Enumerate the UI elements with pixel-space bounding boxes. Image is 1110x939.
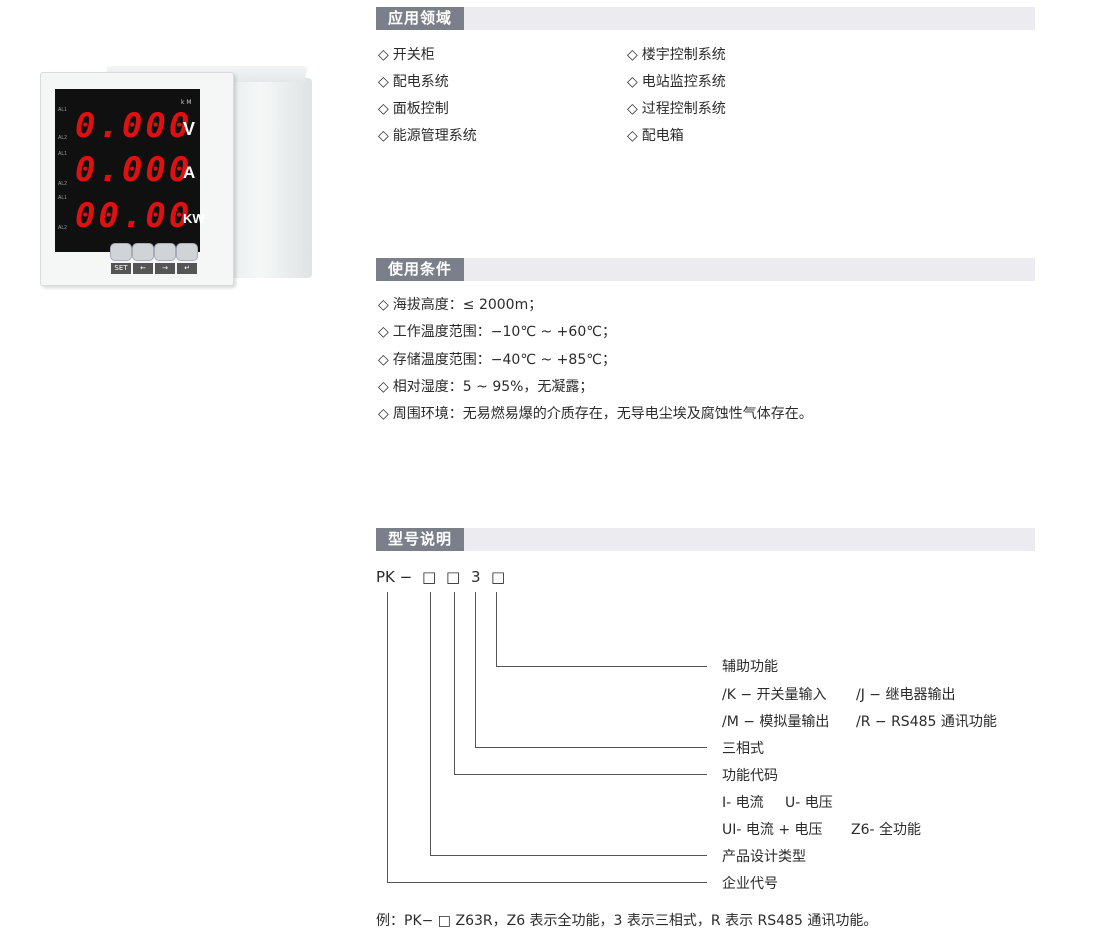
model-title: 型号说明: [376, 528, 465, 551]
al-label: AL1: [58, 151, 67, 157]
unit-kw: KW: [183, 211, 205, 226]
condition-item: ◇工作温度范围：−10℃ ~ +60℃；: [378, 324, 616, 340]
model-code-box: □: [422, 568, 437, 586]
condition-item: ◇相对湿度：5 ~ 95%，无凝露；: [378, 379, 594, 395]
device-front-panel: AL1 AL2 AL1 AL2 AL1 AL2 k M 0.000 V 0.00…: [40, 72, 234, 286]
conditions-title: 使用条件: [376, 258, 465, 281]
label-aux-m: /M − 模拟量输出: [722, 714, 830, 730]
application-item: ◇配电系统: [378, 74, 449, 90]
condition-item: ◇存储温度范围：−40℃ ~ +85℃；: [378, 352, 616, 368]
device-side: [226, 78, 312, 278]
al-label: AL2: [58, 181, 67, 187]
connector-line: [454, 592, 455, 774]
device-display: AL1 AL2 AL1 AL2 AL1 AL2 k M 0.000 V 0.00…: [55, 89, 205, 252]
left-key: ←: [132, 243, 154, 274]
label-aux-r: /R − RS485 通讯功能: [856, 714, 997, 730]
condition-item: ◇周围环境：无易燃易爆的介质存在，无导电尘埃及腐蚀性气体存在。: [378, 406, 813, 422]
label-func-u: U- 电压: [785, 795, 833, 811]
model-example: 例：PK− □ Z63R，Z6 表示全功能，3 表示三相式，R 表示 RS485…: [376, 913, 878, 929]
label-design-type: 产品设计类型: [722, 849, 806, 865]
model-code-box: □: [446, 568, 461, 586]
unit-v: V: [183, 119, 196, 139]
application-item: ◇配电箱: [627, 128, 684, 144]
model-code-box: □: [491, 568, 506, 586]
display-row-current: 0.000: [75, 150, 193, 190]
label-aux-function: 辅助功能: [722, 659, 778, 675]
connector-line: [454, 774, 707, 775]
applications-title: 应用领域: [376, 7, 465, 30]
application-item: ◇能源管理系统: [378, 128, 477, 144]
application-item: ◇过程控制系统: [627, 101, 726, 117]
connector-line: [475, 747, 707, 748]
conditions-header: 使用条件: [376, 258, 1035, 281]
enter-key: ↵: [176, 243, 198, 274]
connector-line: [430, 855, 707, 856]
label-three-phase: 三相式: [722, 741, 764, 757]
display-row-voltage: 0.000: [75, 106, 193, 146]
device-keypad: SET ← → ↵: [96, 241, 206, 277]
al-label: AL2: [58, 135, 67, 141]
application-item: ◇楼宇控制系统: [627, 47, 726, 63]
model-header: 型号说明: [376, 528, 1035, 551]
label-func-i: I- 电流: [722, 795, 764, 811]
connector-line: [387, 882, 707, 883]
condition-item: ◇海拔高度：≤ 2000m；: [378, 297, 543, 313]
set-key: SET: [110, 243, 132, 274]
scale-label: k M: [181, 99, 192, 106]
al-label: AL1: [58, 195, 67, 201]
label-function-code: 功能代码: [722, 768, 778, 784]
model-code-prefix: PK −: [376, 568, 413, 586]
label-func-ui: UI- 电流 + 电压: [722, 822, 823, 838]
applications-header: 应用领域: [376, 7, 1035, 30]
meter-device-image: AL1 AL2 AL1 AL2 AL1 AL2 k M 0.000 V 0.00…: [40, 66, 312, 286]
label-company-code: 企业代号: [722, 876, 778, 892]
label-aux-j: /J − 继电器输出: [856, 687, 956, 703]
right-key: →: [154, 243, 176, 274]
application-item: ◇电站监控系统: [627, 74, 726, 90]
display-row-power: 00.00: [75, 196, 193, 236]
connector-line: [496, 666, 707, 667]
model-code-digit: 3: [471, 568, 481, 586]
label-func-z6: Z6- 全功能: [851, 822, 921, 838]
connector-line: [430, 592, 431, 855]
al-label: AL2: [58, 225, 67, 231]
connector-line: [496, 592, 497, 666]
al-label: AL1: [58, 107, 67, 113]
connector-line: [387, 592, 388, 882]
unit-a: A: [183, 163, 196, 182]
label-aux-k: /K − 开关量输入: [722, 687, 827, 703]
application-item: ◇开关柜: [378, 47, 435, 63]
application-item: ◇面板控制: [378, 101, 449, 117]
connector-line: [475, 592, 476, 747]
